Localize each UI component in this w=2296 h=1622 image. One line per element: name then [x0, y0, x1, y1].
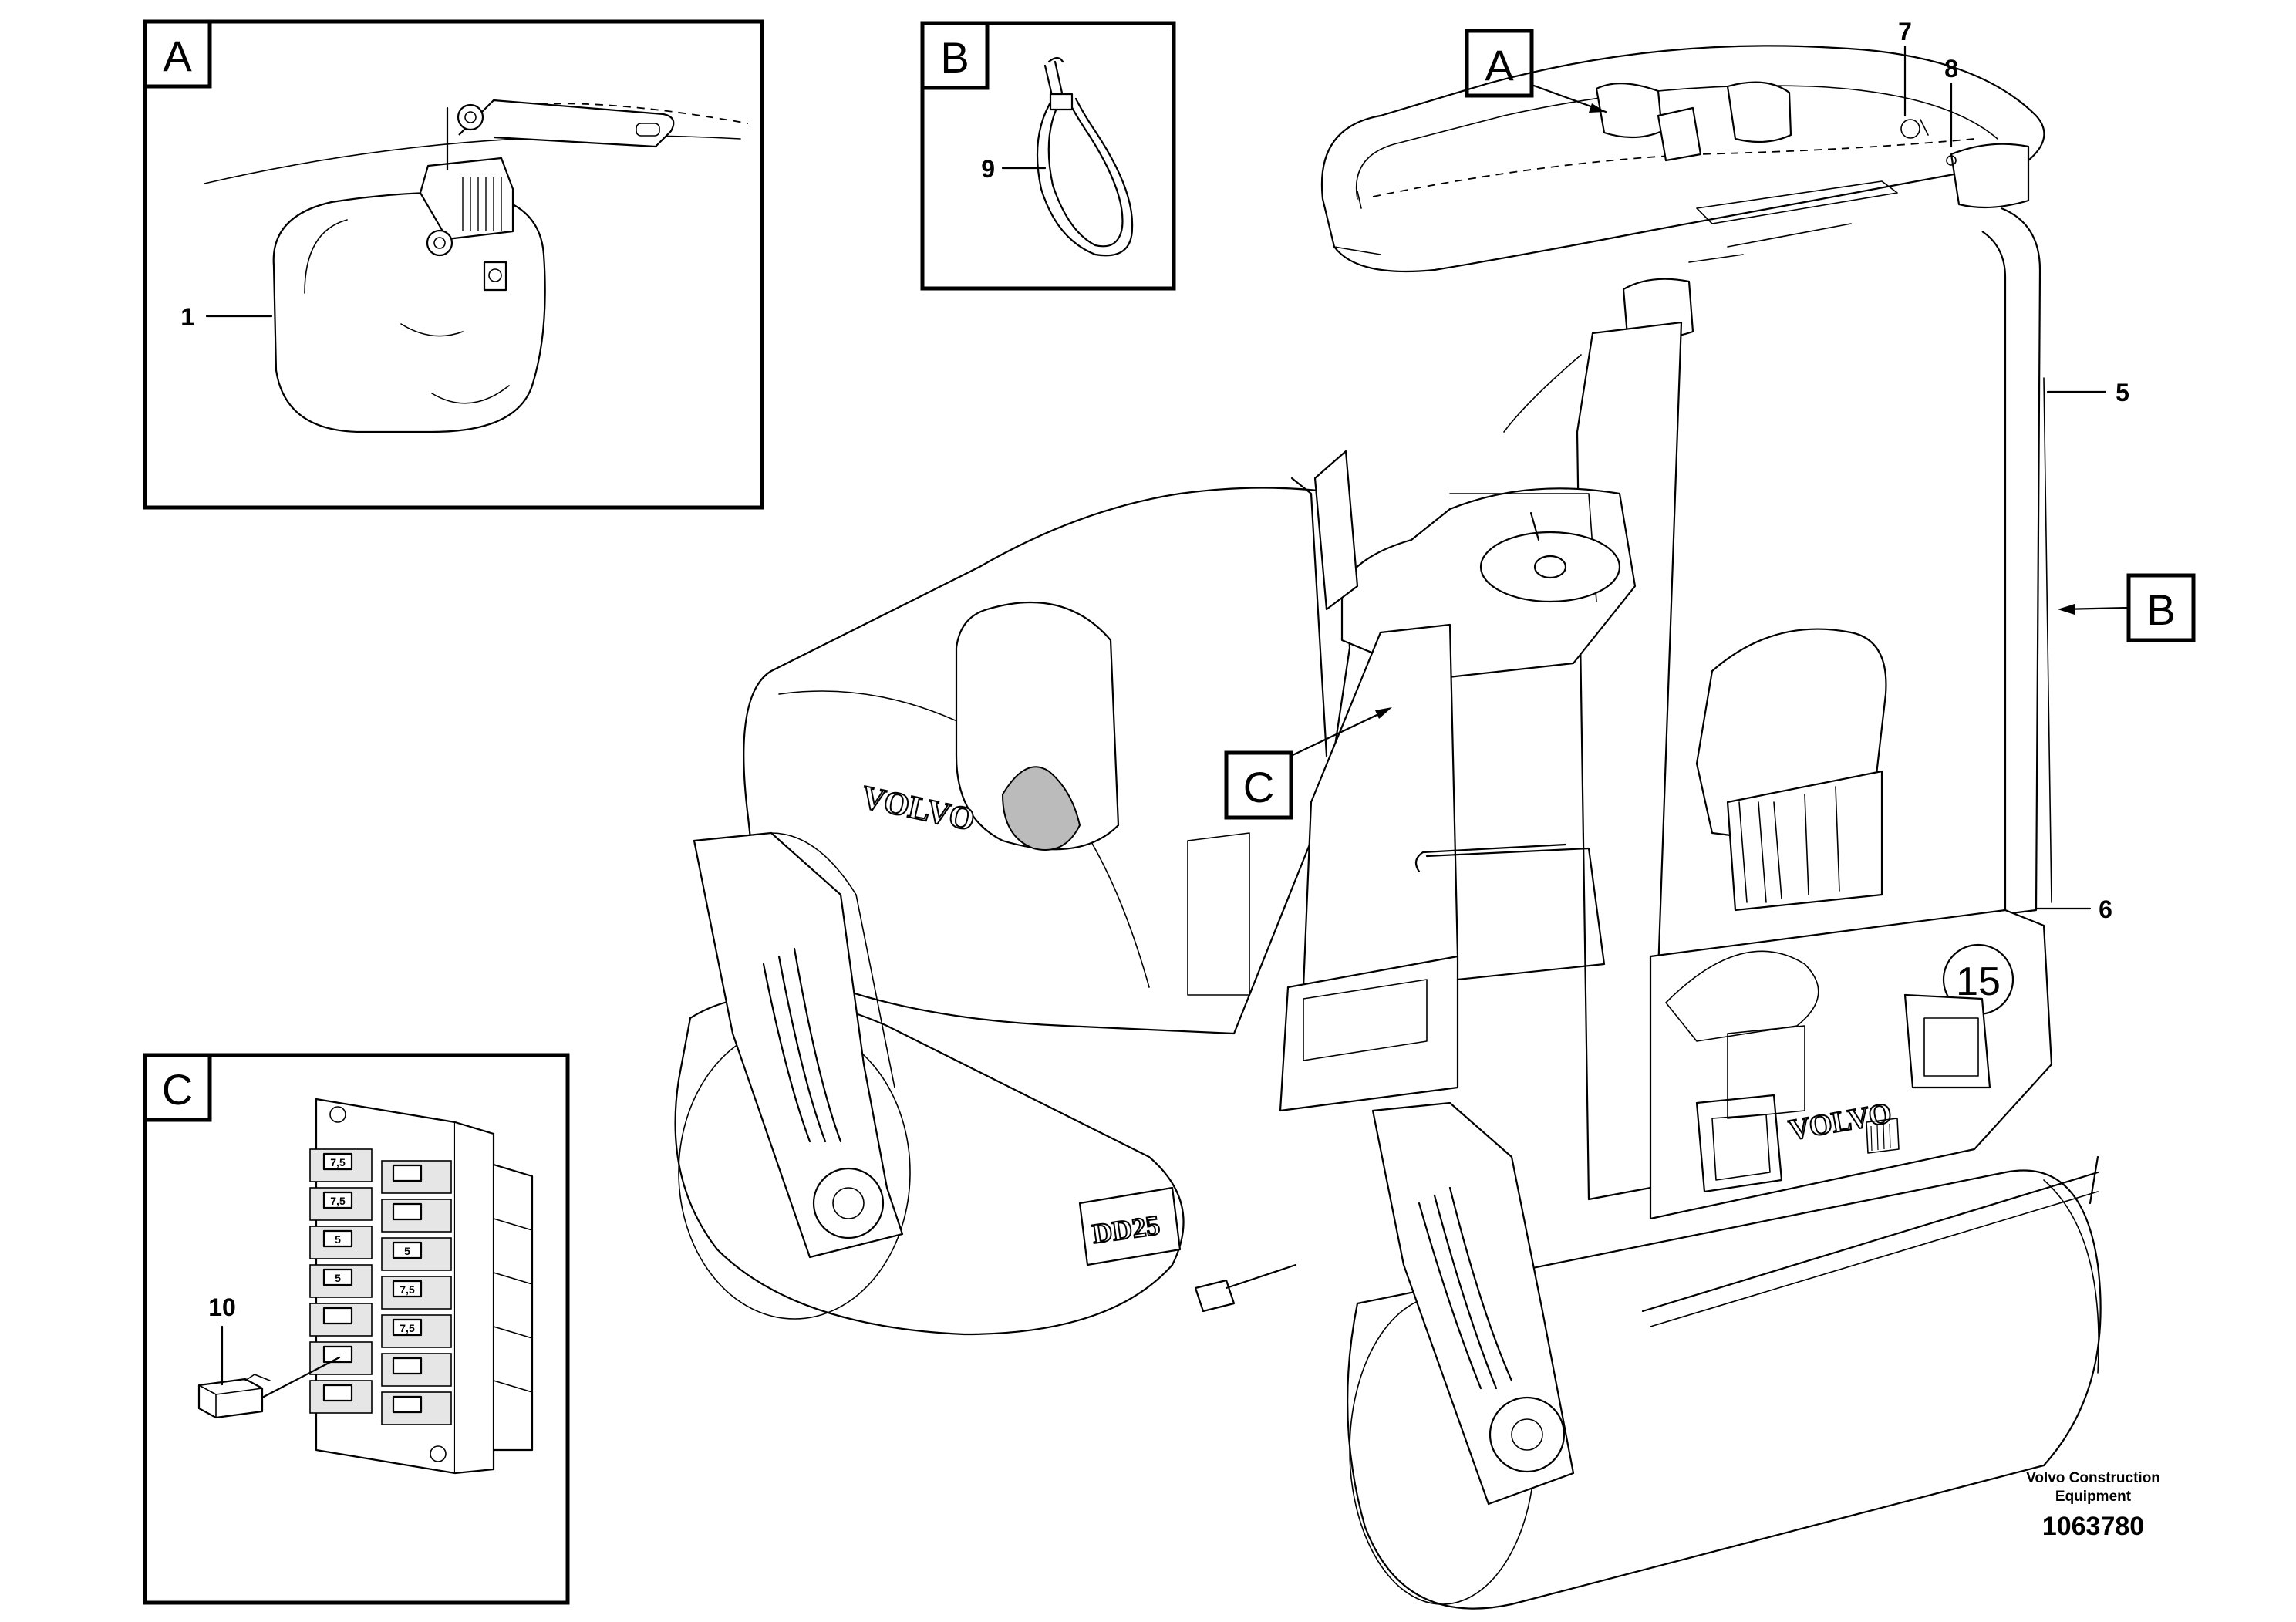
- fuse-label: 7,5: [330, 1195, 346, 1207]
- fuse-label: 7,5: [400, 1283, 415, 1296]
- detail-box-c-letter: C: [162, 1065, 193, 1114]
- main-view-markers: A B C: [1224, 29, 2196, 820]
- fuse-label: 5: [404, 1245, 410, 1257]
- detail-box-b: B 9: [920, 21, 1176, 291]
- detail-box-b-letter: B: [940, 33, 969, 82]
- detail-box-c: C 7,5 7,5 5 5 5 7,5 7,5: [143, 1053, 570, 1605]
- cable-tie-icon: [1036, 56, 1134, 257]
- fuse-icon: [197, 1374, 271, 1419]
- marker-b: B: [2146, 585, 2175, 634]
- work-light-icon: [1595, 83, 1664, 139]
- detail-box-a: A 1: [143, 19, 764, 510]
- callout-9: 9: [981, 155, 995, 183]
- marker-c: C: [1243, 763, 1274, 811]
- marker-a: A: [1485, 41, 1514, 89]
- roller-illustration: VOLVO 15 VOLVO: [674, 45, 2102, 1610]
- footer: Volvo Construction Equipment 1063780: [2026, 1470, 2160, 1541]
- callout-10: 10: [208, 1293, 236, 1321]
- drawing-number: 1063780: [2042, 1512, 2144, 1541]
- callout-6: 6: [2099, 895, 2112, 923]
- company-line-2: Equipment: [2055, 1489, 2132, 1505]
- badge-number: 15: [1956, 959, 2001, 1004]
- fuse-label: 7,5: [330, 1156, 346, 1168]
- main-view-callouts: 7 8 5 6: [1898, 18, 2129, 923]
- fuse-slots: [309, 1148, 452, 1425]
- fuse-label: 5: [335, 1272, 341, 1284]
- detail-box-a-letter: A: [163, 32, 192, 80]
- company-line-1: Volvo Construction: [2026, 1470, 2160, 1486]
- callout-8: 8: [1944, 55, 1958, 83]
- fuse-label: 5: [335, 1233, 341, 1246]
- fuse-label: 7,5: [400, 1322, 415, 1334]
- callout-7: 7: [1898, 18, 1912, 46]
- callout-5: 5: [2116, 379, 2129, 406]
- callout-1: 1: [180, 303, 194, 331]
- work-light-icon: [272, 103, 546, 433]
